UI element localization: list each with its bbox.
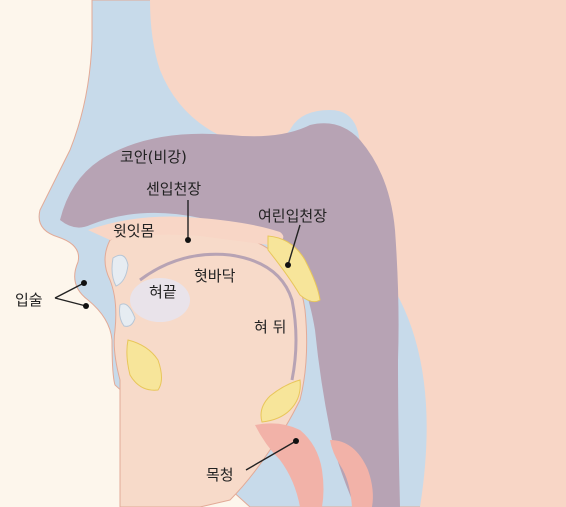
label-tongue-blade: 혓바닥 [194,267,236,285]
lower-lip-dot [83,303,89,309]
vocal-cords-dot [293,438,299,444]
label-lips: 입술 [15,291,43,309]
label-tongue-back: 혀 뒤 [254,318,286,336]
label-soft-palate: 여린입천장 [258,207,327,225]
label-alveolar-ridge: 윗잇몸 [113,222,154,240]
label-nasal-cavity: 코안(비강) [120,148,187,166]
hard-palate-dot [185,237,191,243]
label-vocal-cords: 목청 [206,466,234,484]
upper-lip-dot [81,280,87,286]
lips-pointer-lower [55,298,86,306]
soft-palate-dot [285,262,291,268]
label-hard-palate: 센입천장 [146,180,201,198]
label-tongue-tip: 혀끝 [149,283,177,301]
